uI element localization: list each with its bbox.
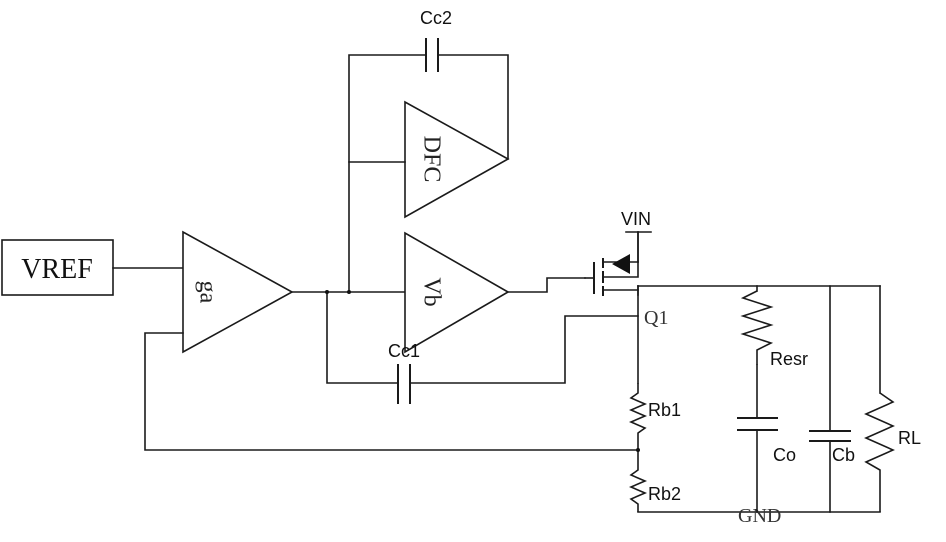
q1-transistor bbox=[584, 231, 639, 296]
cc1-left-wire bbox=[326, 291, 399, 384]
capacitor-cc1 bbox=[397, 364, 411, 404]
vin-label: VIN bbox=[621, 209, 651, 229]
rb1-label: Rb1 bbox=[648, 400, 681, 420]
cb-label: Cb bbox=[832, 445, 855, 465]
vb-output-wire bbox=[507, 277, 586, 293]
cc1-label: Cc1 bbox=[388, 341, 420, 361]
vb-amplifier: Vb bbox=[404, 231, 510, 354]
dfc-amplifier: DFC bbox=[404, 100, 510, 219]
resistor-rb1 bbox=[628, 383, 648, 450]
q1-label: Q1 bbox=[644, 307, 668, 329]
ga-amplifier: ga bbox=[182, 230, 294, 354]
cc2-label: Cc2 bbox=[420, 8, 452, 28]
vb-label: Vb bbox=[418, 277, 444, 306]
co-label: Co bbox=[773, 445, 796, 465]
junction-feedback bbox=[636, 448, 640, 452]
cc1-right-wire bbox=[409, 315, 639, 384]
capacitor-cc2 bbox=[425, 38, 439, 72]
rl-label: RL bbox=[898, 428, 921, 448]
resistor-rb2 bbox=[628, 450, 648, 512]
vref-label: VREF bbox=[21, 254, 93, 285]
resistor-resr bbox=[740, 290, 774, 365]
gnd-label: GND bbox=[738, 505, 781, 527]
capacitor-cb bbox=[809, 430, 851, 442]
ga-label: ga bbox=[194, 281, 220, 304]
junction-ga-output bbox=[347, 290, 351, 294]
cc2-to-dfc-output-wire bbox=[437, 54, 509, 160]
rb2-label: Rb2 bbox=[648, 484, 681, 504]
vref-block: VREF bbox=[1, 239, 114, 296]
capacitor-co bbox=[737, 417, 778, 431]
junction-cc1 bbox=[325, 290, 329, 294]
resr-label: Resr bbox=[770, 349, 808, 369]
resistor-rl bbox=[864, 392, 895, 512]
feedback-wire bbox=[144, 332, 639, 451]
dfc-label: DFC bbox=[418, 136, 444, 183]
dfc-input-wire bbox=[348, 54, 427, 293]
